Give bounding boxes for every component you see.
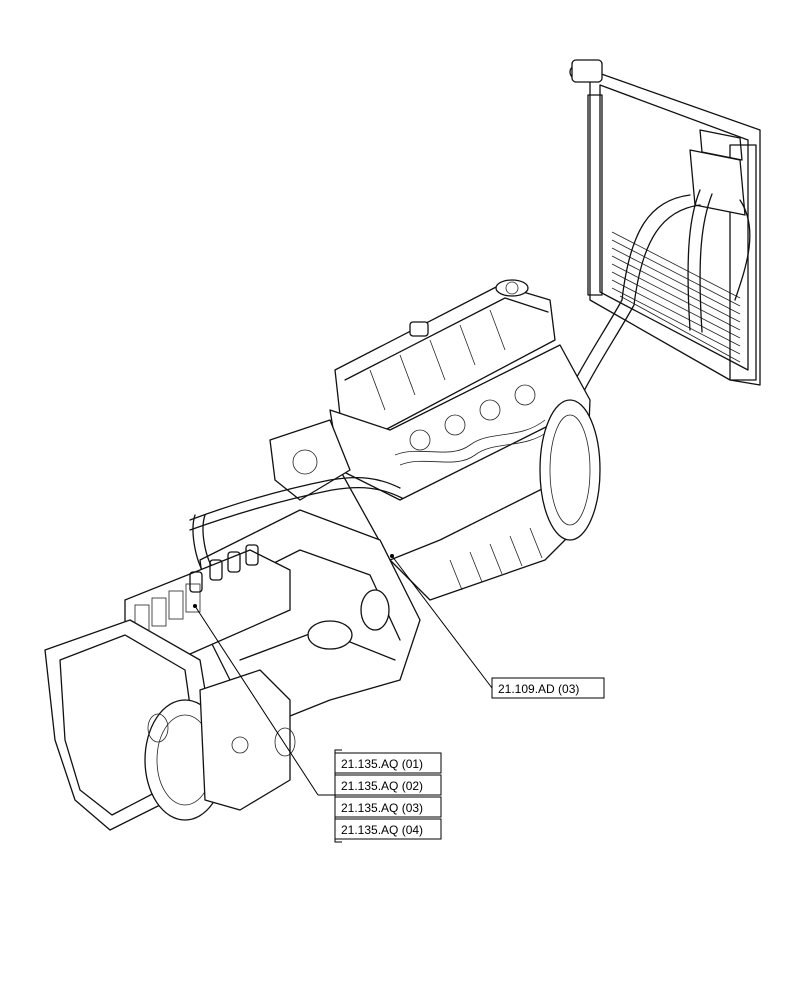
radiator-assembly	[569, 59, 761, 386]
callout-label-03: 21.135.AQ (03)	[341, 801, 423, 815]
callout-label: 21.109.AD (03)	[498, 682, 579, 696]
callout-box-02	[334, 774, 442, 796]
callout-box-03	[334, 796, 442, 818]
callout-box-01	[334, 752, 442, 774]
callout-group-21-135-aq: 21.135.AQ (01) 21.135.AQ (02) 21.135.AQ …	[334, 749, 442, 843]
callout-label-02: 21.135.AQ (02)	[341, 779, 423, 793]
callout-21-109-ad-03: 21.109.AD (03)	[491, 677, 605, 699]
rear-axle-housing	[44, 619, 296, 831]
callout-label-01: 21.135.AQ (01)	[341, 757, 423, 771]
leader-lines	[193, 554, 493, 796]
callout-label-04: 21.135.AQ (04)	[341, 823, 423, 837]
engine-block	[269, 279, 601, 601]
callout-box-04	[334, 818, 442, 840]
